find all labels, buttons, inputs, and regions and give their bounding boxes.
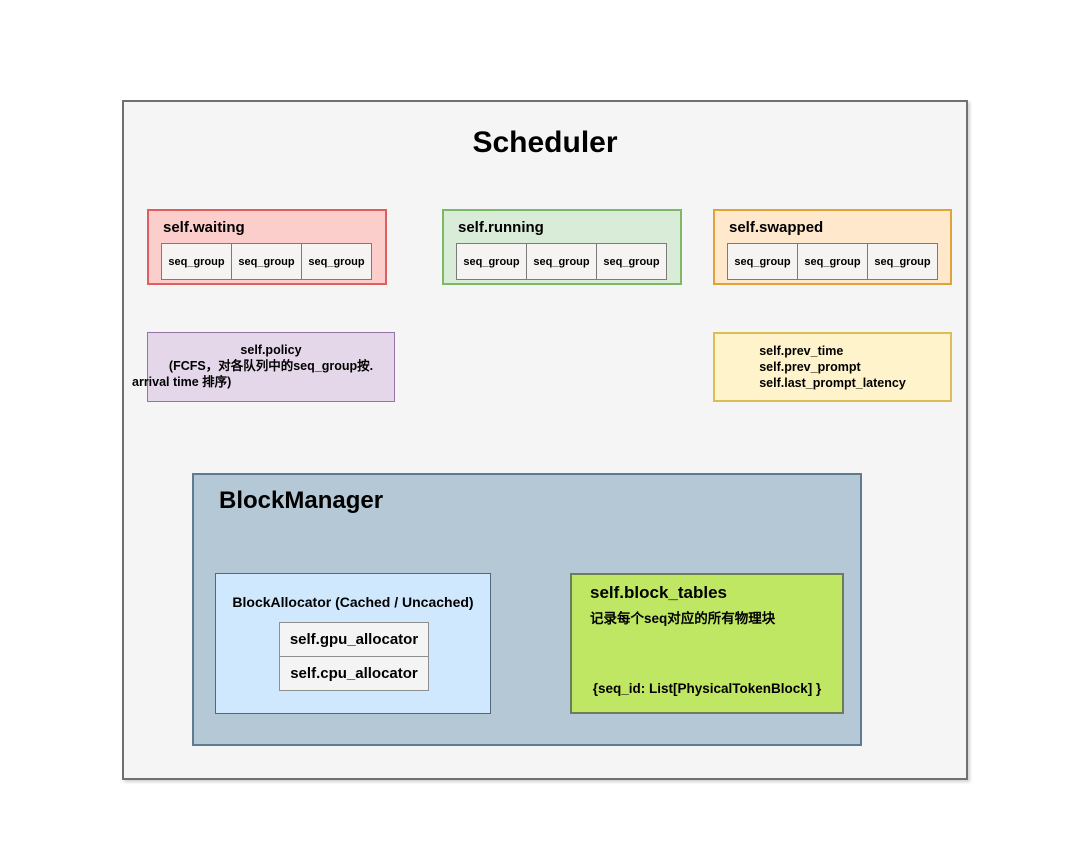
queue-box-swapped: self.swapped seq_group seq_group seq_gro…: [713, 209, 952, 285]
queue-label-running: self.running: [458, 219, 544, 236]
gpu-allocator-cell: self.gpu_allocator: [279, 622, 429, 657]
page-title: Scheduler: [472, 126, 618, 159]
queue-label-swapped: self.swapped: [729, 219, 824, 236]
block-tables-description: 记录每个seq对应的所有物理块: [590, 611, 776, 626]
queue-box-running: self.running seq_group seq_group seq_gro…: [442, 209, 682, 285]
policy-title: self.policy: [240, 343, 302, 357]
block-manager-box: BlockManager BlockAllocator (Cached / Un…: [192, 473, 862, 746]
block-tables-panel: self.block_tables 记录每个seq对应的所有物理块 {seq_i…: [570, 573, 844, 714]
policy-desc-line1: (FCFS，对各队列中的seq_group按.: [168, 359, 374, 373]
cpu-allocator-cell: self.cpu_allocator: [279, 656, 429, 691]
queue-box-waiting: self.waiting seq_group seq_group seq_gro…: [147, 209, 387, 285]
seq-group-cell: seq_group: [867, 243, 938, 280]
seq-group-cell: seq_group: [797, 243, 868, 280]
block-allocator-title: BlockAllocator (Cached / Uncached): [232, 594, 474, 610]
seq-group-cell: seq_group: [456, 243, 527, 280]
policy-desc-line2: arrival time 排序): [132, 375, 232, 389]
seq-group-cell: seq_group: [526, 243, 597, 280]
allocator-cells: self.gpu_allocator self.cpu_allocator: [279, 622, 429, 691]
scheduler-diagram-frame: Scheduler self.waiting seq_group seq_gro…: [122, 100, 968, 780]
timing-var-prev-prompt: self.prev_prompt: [759, 360, 861, 374]
block-allocator-panel: BlockAllocator (Cached / Uncached) self.…: [215, 573, 491, 714]
seq-group-cell: seq_group: [301, 243, 372, 280]
policy-text: self.policy (FCFS，对各队列中的seq_group按. arri…: [132, 342, 410, 390]
timing-var-prev-time: self.prev_time: [759, 344, 844, 358]
seq-group-cell: seq_group: [596, 243, 667, 280]
queue-cells-swapped: seq_group seq_group seq_group: [727, 243, 938, 280]
timing-vars-box: self.prev_time self.prev_prompt self.las…: [713, 332, 952, 402]
queue-cells-running: seq_group seq_group seq_group: [456, 243, 667, 280]
seq-group-cell: seq_group: [231, 243, 302, 280]
seq-group-cell: seq_group: [161, 243, 232, 280]
block-manager-title: BlockManager: [219, 487, 384, 514]
block-tables-type-annotation: {seq_id: List[PhysicalTokenBlock] }: [592, 681, 822, 696]
policy-box: self.policy (FCFS，对各队列中的seq_group按. arri…: [132, 332, 395, 402]
block-tables-title: self.block_tables: [590, 583, 728, 602]
timing-vars-text: self.prev_time self.prev_prompt self.las…: [759, 343, 906, 391]
queue-label-waiting: self.waiting: [163, 219, 245, 236]
queue-cells-waiting: seq_group seq_group seq_group: [161, 243, 372, 280]
timing-var-last-prompt-latency: self.last_prompt_latency: [759, 376, 906, 390]
seq-group-cell: seq_group: [727, 243, 798, 280]
